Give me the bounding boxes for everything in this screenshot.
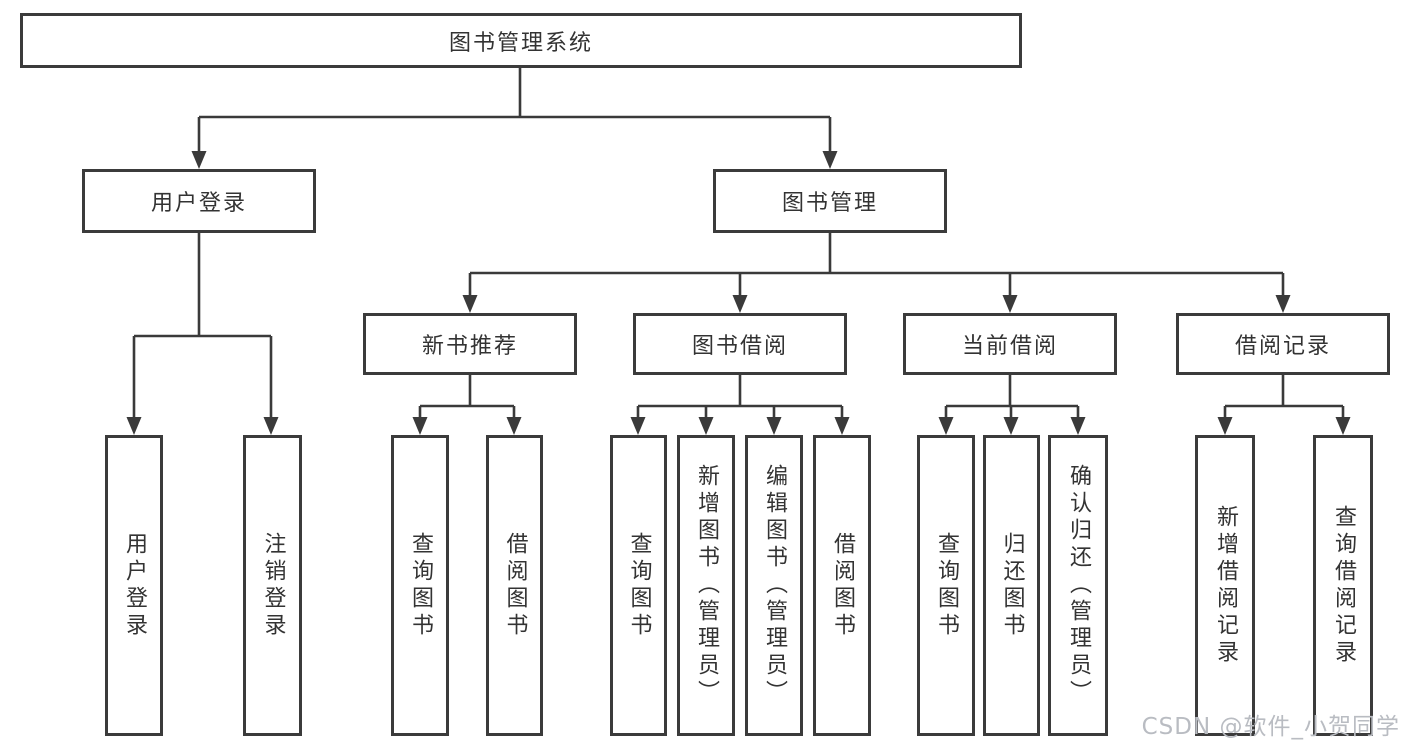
node-new-book-recommend: 新书推荐 bbox=[363, 313, 577, 375]
leaf-query-books-current: 查询图书 bbox=[917, 435, 975, 736]
node-borrowing-records: 借阅记录 bbox=[1176, 313, 1390, 375]
leaf-query-books-recommend: 查询图书 bbox=[391, 435, 449, 736]
leaf-return-books: 归还图书 bbox=[983, 435, 1040, 736]
leaf-borrow-books-recommend: 借阅图书 bbox=[486, 435, 543, 736]
node-root-library-system: 图书管理系统 bbox=[20, 13, 1022, 68]
leaf-query-books-borrowing: 查询图书 bbox=[610, 435, 667, 736]
leaf-query-borrow-record: 查询借阅记录 bbox=[1313, 435, 1373, 736]
leaf-add-books-admin: 新增图书（管理员） bbox=[677, 435, 735, 736]
node-current-borrowing: 当前借阅 bbox=[903, 313, 1117, 375]
csdn-watermark: CSDN @软件_小贺同学 bbox=[1141, 714, 1400, 740]
leaf-user-login: 用户登录 bbox=[105, 435, 163, 736]
leaf-confirm-return-admin: 确认归还（管理员） bbox=[1048, 435, 1108, 736]
leaf-borrow-books-borrowing: 借阅图书 bbox=[813, 435, 871, 736]
leaf-edit-books-admin: 编辑图书（管理员） bbox=[745, 435, 803, 736]
leaf-logout: 注销登录 bbox=[243, 435, 302, 736]
node-book-management: 图书管理 bbox=[713, 169, 947, 233]
leaf-add-borrow-record: 新增借阅记录 bbox=[1195, 435, 1255, 736]
node-book-borrowing: 图书借阅 bbox=[633, 313, 847, 375]
node-user-login: 用户登录 bbox=[82, 169, 316, 233]
